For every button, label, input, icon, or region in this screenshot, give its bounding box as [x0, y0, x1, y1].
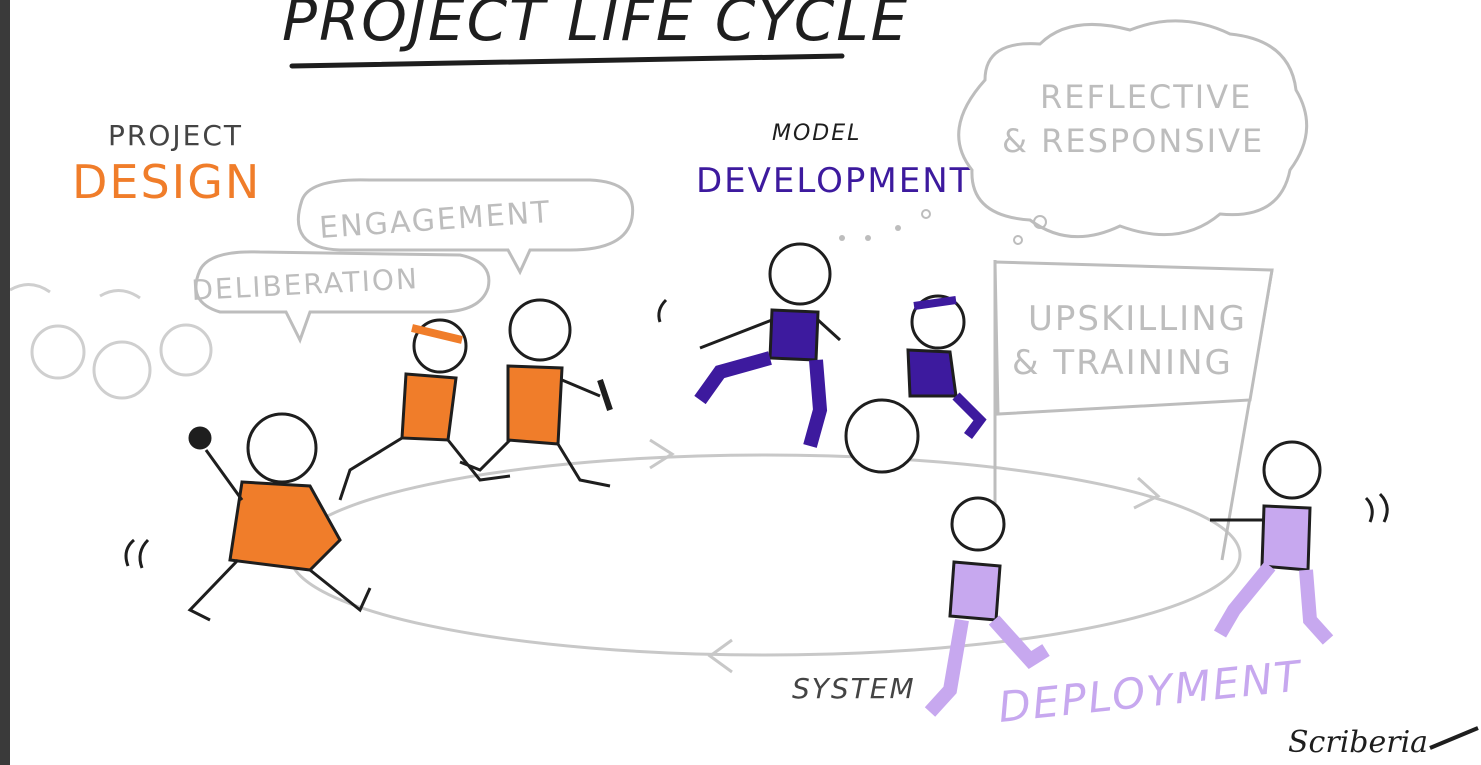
thought-dot-4 [895, 225, 901, 231]
design-label: DESIGN [72, 155, 261, 209]
design-runner-headband [338, 318, 511, 501]
lifecycle-diagram: PROJECT LIFE CYCLE PROJECT DESIGN MODEL … [10, 0, 1479, 760]
thought-dot-5 [865, 235, 871, 241]
development-runner [694, 242, 842, 448]
banner-line2: & TRAINING [1012, 343, 1233, 383]
engagement-bubble [296, 178, 635, 276]
deployment-prefix: SYSTEM [792, 672, 916, 705]
design-runner-interviewer [187, 412, 372, 622]
deployment-label: DEPLOYMENT [996, 651, 1306, 732]
design-prefix: PROJECT [108, 119, 243, 152]
banner-line1: UPSKILLING [1028, 299, 1247, 339]
arrow-right [1133, 476, 1161, 510]
arrow-top [649, 438, 675, 470]
title-underline [289, 53, 845, 69]
thought-dot-1 [1033, 215, 1047, 229]
development-prefix: MODEL [772, 121, 861, 146]
development-label: DEVELOPMENT [696, 161, 972, 201]
diagram-title: PROJECT LIFE CYCLE [282, 0, 909, 54]
thought-dot-3 [921, 209, 931, 219]
deliberation-bubble [194, 250, 491, 344]
cycle-loop [288, 453, 1242, 657]
arrow-bottom [707, 638, 733, 674]
banner-sheet [993, 260, 1274, 416]
development-wheelchair-athlete [844, 294, 987, 474]
motion-marks [124, 298, 1389, 569]
reflective-line2: & RESPONSIVE [1002, 122, 1264, 160]
deployment-runner-right [1210, 440, 1334, 645]
diagram-canvas: PROJECT LIFE CYCLE PROJECT DESIGN MODEL … [10, 0, 1481, 765]
deployment-runner-left [924, 496, 1050, 717]
design-runner-baton [459, 298, 613, 488]
thought-dot-6 [839, 235, 845, 241]
crowd-faces [10, 283, 213, 400]
signature: Scriberia [1288, 725, 1428, 760]
reflective-cloud [957, 19, 1309, 239]
reflective-line1: REFLECTIVE [1040, 78, 1252, 116]
thought-dot-2 [1013, 235, 1023, 245]
signature-pen [1429, 726, 1479, 750]
